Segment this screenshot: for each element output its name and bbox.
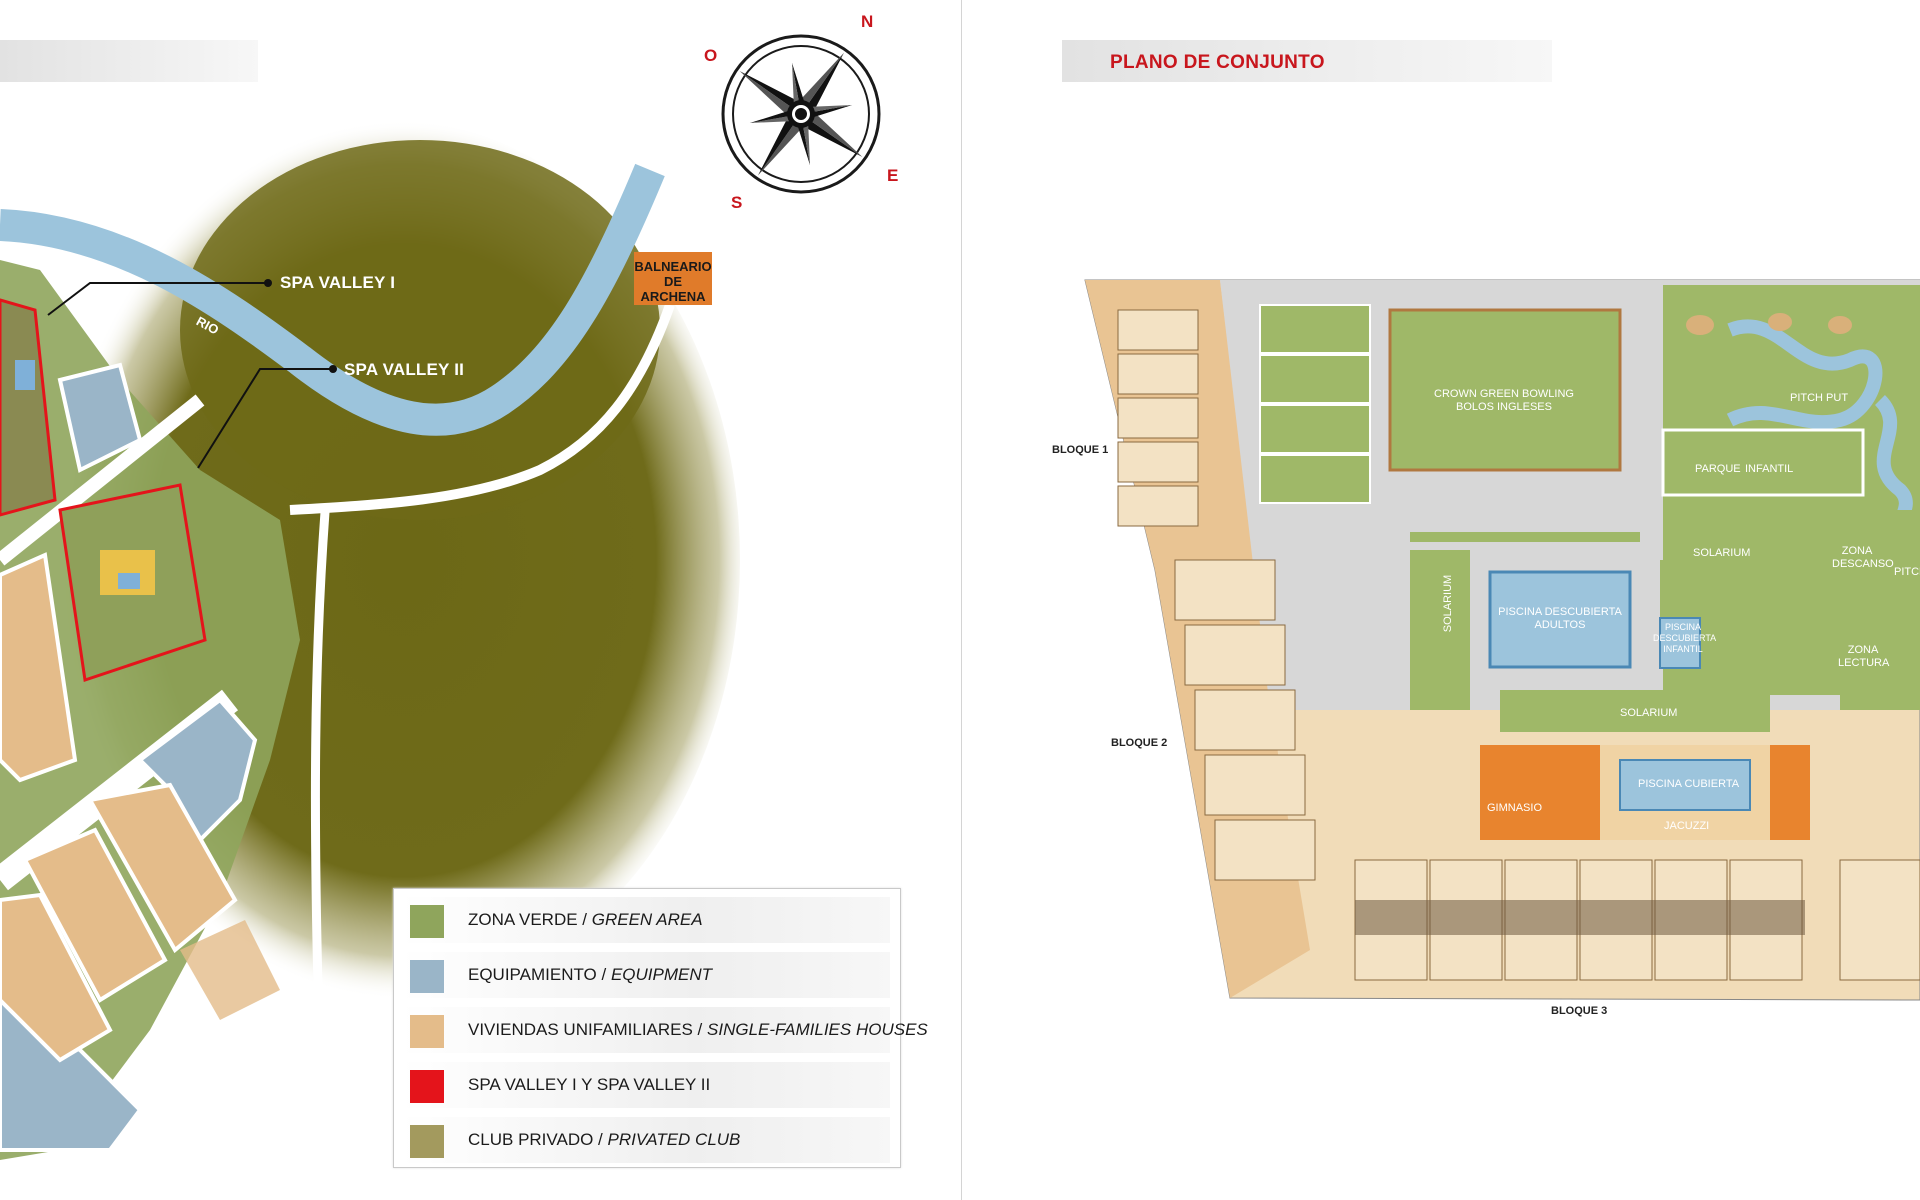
legend-swatch-green [410, 905, 444, 938]
label-spa-valley-1: SPA VALLEY I [280, 273, 396, 292]
label-balneario: BALNEARIO DE ARCHENA [632, 259, 714, 304]
label-balneario-line2: DE ARCHENA [640, 274, 706, 304]
balneario-marker [634, 252, 712, 305]
label-pitch: PITCH [1894, 566, 1920, 578]
legend-label-equipment: EQUIPAMIENTO / EQUIPMENT [468, 965, 713, 984]
equipment-block [57, 362, 143, 473]
main-road [289, 303, 675, 515]
label-piscina-adultos-line2: ADULTOS [1534, 619, 1586, 631]
houses-block [0, 552, 78, 783]
label-piscina-infantil-line1: PISCINA [1664, 622, 1701, 632]
label-spa-valley-2: SPA VALLEY II [344, 360, 465, 379]
label-solarium-bottom: SOLARIUM [1620, 707, 1678, 719]
map-legend: ZONA VERDE / GREEN AREA EQUIPAMIENTO / E… [393, 888, 928, 1168]
label-parque: PARQUE [1695, 463, 1741, 475]
label-piscina-infantil-line3: INFANTIL [1663, 644, 1703, 654]
label-infantil: INFANTIL [1745, 463, 1794, 475]
legend-swatch-spa [410, 1070, 444, 1103]
label-zona-descanso-line2: DESCANSO [1832, 558, 1894, 570]
bloque-1-units [1117, 309, 1199, 527]
label-solarium-left: SOLARIUM [1442, 574, 1455, 633]
label-piscina-infantil-line2: DESCUBIERTA [1653, 633, 1717, 643]
label-jacuzzi: JACUZZI [1664, 820, 1710, 832]
legend-label-green: ZONA VERDE / GREEN AREA [468, 910, 703, 929]
label-piscina-cubierta: PISCINA CUBIERTA [1638, 778, 1740, 790]
label-zona-descanso-line1: ZONA [1841, 545, 1873, 557]
callout-line-1 [47, 282, 268, 316]
compass-east: E [887, 166, 899, 185]
label-bloque-2: BLOQUE 2 [1111, 737, 1168, 749]
plan-title: PLANO DE CONJUNTO [1110, 52, 1325, 73]
bloque-2-units [1174, 559, 1316, 881]
label-bloque-3: BLOQUE 3 [1551, 1005, 1608, 1017]
legend-row-club: CLUB PRIVADO / PRIVATED CLUB [402, 1117, 890, 1163]
gym-area [1480, 745, 1600, 840]
legend-label-houses: VIVIENDAS UNIFAMILIARES / SINGLE-FAMILIE… [468, 1020, 928, 1039]
legend-row-green: ZONA VERDE / GREEN AREA [402, 897, 890, 943]
site-plan [1084, 279, 1920, 1001]
legend-row-houses: VIVIENDAS UNIFAMILIARES / SINGLE-FAMILIE… [402, 1007, 928, 1053]
compass-north: N [861, 12, 874, 31]
label-piscina-infantil: PISCINA DESCUBIERTA INFANTIL [1653, 622, 1717, 655]
label-zona-lectura: ZONA LECTURA [1838, 644, 1890, 670]
label-bowling-line2: BOLOS INGLESES [1456, 401, 1552, 413]
label-zona-lectura-line1: ZONA [1847, 644, 1879, 656]
master-plan-map [0, 34, 881, 1160]
spa-valley-1-plot [0, 298, 57, 517]
right-title-bar [1062, 40, 1552, 82]
compass-south: S [731, 193, 743, 212]
label-bloque-1: BLOQUE 1 [1052, 444, 1109, 456]
callout-line-2 [197, 368, 333, 469]
legend-swatch-houses [410, 1015, 444, 1048]
label-gimnasio: GIMNASIO [1487, 802, 1543, 814]
legend-label-club: CLUB PRIVADO / PRIVATED CLUB [468, 1130, 741, 1149]
label-piscina-adultos-line1: PISCINA DESCUBIERTA [1498, 606, 1622, 618]
compass-west: O [704, 46, 718, 65]
label-zona-lectura-line2: LECTURA [1838, 657, 1890, 669]
label-balneario-line1: BALNEARIO [634, 259, 712, 274]
green-lawn-1 [1259, 304, 1371, 354]
legend-swatch-equipment [410, 960, 444, 993]
bowling-green [1388, 308, 1622, 472]
legend-row-spa: SPA VALLEY I Y SPA VALLEY II [402, 1062, 890, 1108]
pool-adults [1488, 570, 1632, 669]
label-pitch-put: PITCH PUT [1790, 392, 1849, 404]
legend-swatch-club [410, 1125, 444, 1158]
legend-label-spa: SPA VALLEY I Y SPA VALLEY II [468, 1075, 711, 1094]
river [0, 163, 665, 436]
pool-kids [1659, 617, 1701, 669]
label-bowling-line1: CROWN GREEN BOWLING [1434, 388, 1574, 400]
label-piscina-adultos: PISCINA DESCUBIERTA ADULTOS [1490, 606, 1630, 632]
left-title-bar [0, 40, 258, 82]
page-divider [961, 0, 962, 1200]
label-zona-descanso: ZONA DESCANSO [1832, 545, 1894, 571]
label-solarium-top: SOLARIUM [1693, 547, 1751, 559]
legend-row-equipment: EQUIPAMIENTO / EQUIPMENT [402, 952, 890, 998]
parque-infantil [1661, 428, 1865, 497]
compass-rose [721, 34, 881, 194]
label-bowling: CROWN GREEN BOWLING BOLOS INGLESES [1404, 388, 1604, 414]
